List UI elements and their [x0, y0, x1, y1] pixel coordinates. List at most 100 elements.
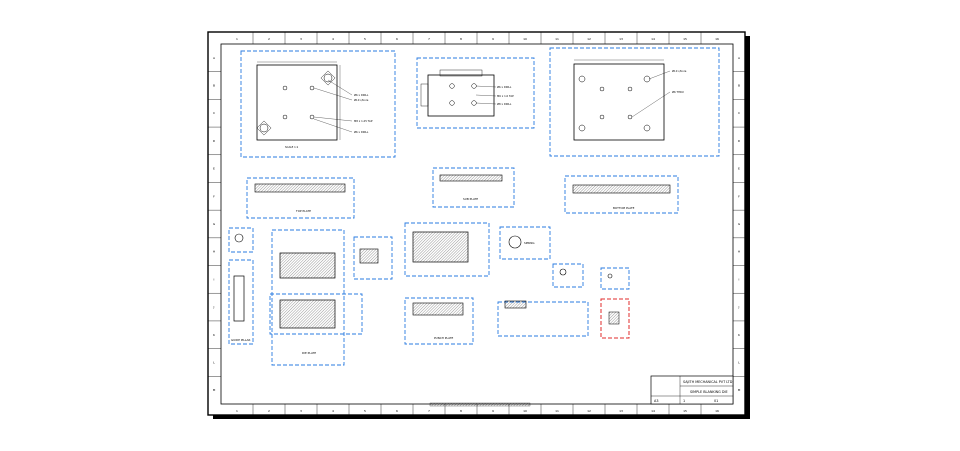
- zone-label: E: [213, 167, 215, 171]
- zone-label: 3: [300, 37, 302, 41]
- sheet-number: 1: [683, 399, 685, 403]
- zone-label: I: [214, 277, 215, 281]
- note-1: Ø10 c/bore: [672, 68, 687, 73]
- zone-label: 14: [651, 37, 655, 41]
- view-scale: SCALE 1:1: [285, 145, 299, 149]
- zone-label: 1: [236, 37, 238, 41]
- zone-label: 6: [396, 409, 398, 413]
- zone-label: 11: [555, 409, 559, 413]
- zone-label: H: [213, 250, 215, 254]
- zone-label: 15: [683, 37, 687, 41]
- caption: DIE PLATE: [302, 351, 316, 355]
- zone-label: K: [738, 333, 741, 337]
- zone-label: 12: [587, 37, 591, 41]
- zone-ticks: 1122334455667788991010111112121313141415…: [208, 32, 745, 415]
- zone-label: 12: [587, 409, 591, 413]
- view-die-plate-overlap[interactable]: [269, 293, 363, 335]
- zone-label: 8: [460, 409, 462, 413]
- zone-label: 1: [236, 409, 238, 413]
- zone-label: C: [213, 111, 215, 115]
- view-sub-plate-section[interactable]: SUB PLATE: [432, 167, 515, 208]
- zone-label: 9: [492, 409, 494, 413]
- zone-label: G: [213, 222, 216, 226]
- zone-label: 16: [715, 409, 719, 413]
- zone-label: A: [213, 56, 216, 60]
- note-3: M8 x 1.25 TAP: [354, 119, 373, 123]
- view-guide-pillar[interactable]: GUIDE PILLAR: [228, 259, 254, 345]
- view-bottom-plate-section[interactable]: BOTTOM PLATE: [564, 175, 679, 214]
- scale-bar: [429, 402, 531, 407]
- zone-label: 6: [396, 37, 398, 41]
- zone-label: 14: [651, 409, 655, 413]
- view-punch-plate[interactable]: PUNCH PLATE: [404, 297, 474, 345]
- zone-label: 2: [268, 409, 270, 413]
- zone-label: 13: [619, 409, 623, 413]
- caption: SUB PLATE: [463, 197, 478, 201]
- view-die-plate[interactable]: DIE PLATE: [271, 229, 345, 366]
- zone-label: I: [739, 277, 740, 281]
- zone-label: 11: [555, 37, 559, 41]
- zone-label: C: [738, 111, 740, 115]
- zone-label: A: [738, 56, 741, 60]
- zone-label: 5: [364, 37, 366, 41]
- company-name: SAJITH MECHANICAL PVT LTD: [683, 380, 733, 384]
- zone-label: L: [738, 360, 740, 364]
- note-2: Ø10 c/bore: [354, 97, 369, 102]
- zone-label: 4: [332, 409, 334, 413]
- zone-label: J: [738, 305, 740, 309]
- zone-label: 15: [683, 409, 687, 413]
- caption: SPRING: [524, 241, 535, 245]
- view-punch-detail[interactable]: [497, 300, 589, 337]
- view-top-right-plate[interactable]: Ø10 c/bore Ø6 THRU: [549, 47, 720, 157]
- zone-label: M: [213, 388, 216, 392]
- zone-label: 7: [428, 409, 430, 413]
- view-active-selection[interactable]: [600, 298, 630, 339]
- note-3: Ø8 x DRILL: [497, 101, 512, 106]
- zone-label: L: [213, 360, 215, 364]
- zone-label: F: [738, 194, 740, 198]
- sheet-size: A3: [654, 399, 658, 403]
- caption: TOP PLATE: [295, 209, 311, 213]
- zone-label: 3: [300, 409, 302, 413]
- note-2: Ø6 THRU: [672, 89, 684, 94]
- zone-label: B: [213, 84, 215, 88]
- zone-label: 2: [268, 37, 270, 41]
- zone-label: H: [738, 250, 740, 254]
- revision: 01: [714, 399, 718, 403]
- zone-label: D: [213, 139, 216, 143]
- drawing-title: SIMPLE BLANKING DIE: [690, 390, 728, 394]
- view-top-plate-section[interactable]: TOP PLATE: [246, 177, 355, 219]
- zone-label: 10: [523, 409, 527, 413]
- view-small-part-4[interactable]: [600, 267, 630, 290]
- zone-label: K: [213, 333, 216, 337]
- zone-label: 4: [332, 37, 334, 41]
- zone-label: 5: [364, 409, 366, 413]
- zone-label: B: [738, 84, 740, 88]
- zone-label: F: [213, 194, 215, 198]
- zone-label: 7: [428, 37, 430, 41]
- note-4: Ø6 x DRILL: [354, 129, 369, 134]
- zone-label: G: [738, 222, 741, 226]
- view-top-center-plate[interactable]: Ø6 x DRILL M6 x 1.0 TAP Ø8 x DRILL: [416, 57, 535, 129]
- view-spring[interactable]: SPRING: [499, 226, 551, 260]
- zone-label: 10: [523, 37, 527, 41]
- view-small-part-2[interactable]: [353, 236, 393, 280]
- zone-label: 9: [492, 37, 494, 41]
- title-block: SAJITH MECHANICAL PVT LTD SIMPLE BLANKIN…: [650, 375, 734, 405]
- zone-label: M: [738, 388, 741, 392]
- view-small-part-1[interactable]: [228, 227, 254, 253]
- zone-label: J: [213, 305, 215, 309]
- note-1: Ø6 x DRILL: [354, 92, 369, 97]
- zone-label: 8: [460, 37, 462, 41]
- view-top-left-plate[interactable]: Ø6 x DRILL Ø10 c/bore M8 x 1.25 TAP Ø6 x…: [240, 50, 396, 158]
- zone-label: 16: [715, 37, 719, 41]
- zone-label: D: [738, 139, 741, 143]
- view-small-part-3[interactable]: [552, 263, 584, 288]
- note-1: Ø6 x DRILL: [497, 84, 512, 89]
- zone-label: 13: [619, 37, 623, 41]
- caption: GUIDE PILLAR: [231, 338, 250, 342]
- view-punch-assembly[interactable]: [404, 222, 490, 277]
- caption: PUNCH PLATE: [434, 336, 453, 340]
- caption: BOTTOM PLATE: [613, 206, 635, 210]
